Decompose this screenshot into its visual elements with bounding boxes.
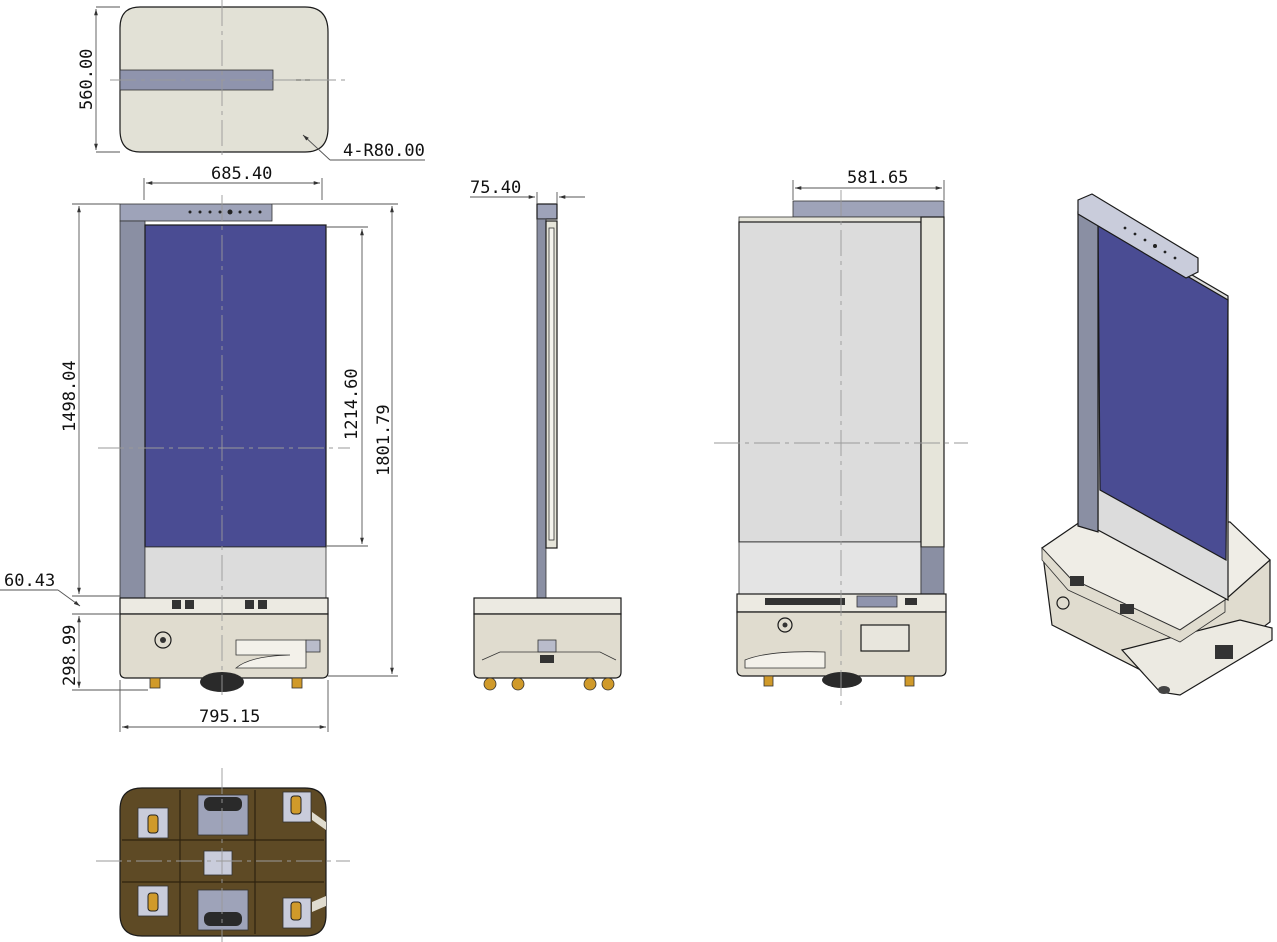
dim-display-height: 1214.60 [342,368,362,440]
dim-side-thickness: 75.40 [470,178,521,198]
bottom-view [96,768,350,942]
top-view [94,0,425,161]
dim-top-depth: 560.00 [77,49,97,110]
dim-front-width: 685.40 [211,164,272,184]
dim-rear-width: 581.65 [847,168,908,188]
dim-screen-height: 1498.04 [60,360,80,432]
dim-corner-radius: 4-R80.00 [343,141,425,161]
dim-total-height: 1801.79 [374,404,394,476]
dim-base-width: 795.15 [199,707,260,727]
dim-base-gap: 60.43 [4,571,55,591]
dim-base-height: 298.99 [60,625,80,686]
side-view [470,192,622,691]
rear-view [714,180,968,708]
isometric-view [1041,193,1273,696]
front-view [0,178,398,732]
